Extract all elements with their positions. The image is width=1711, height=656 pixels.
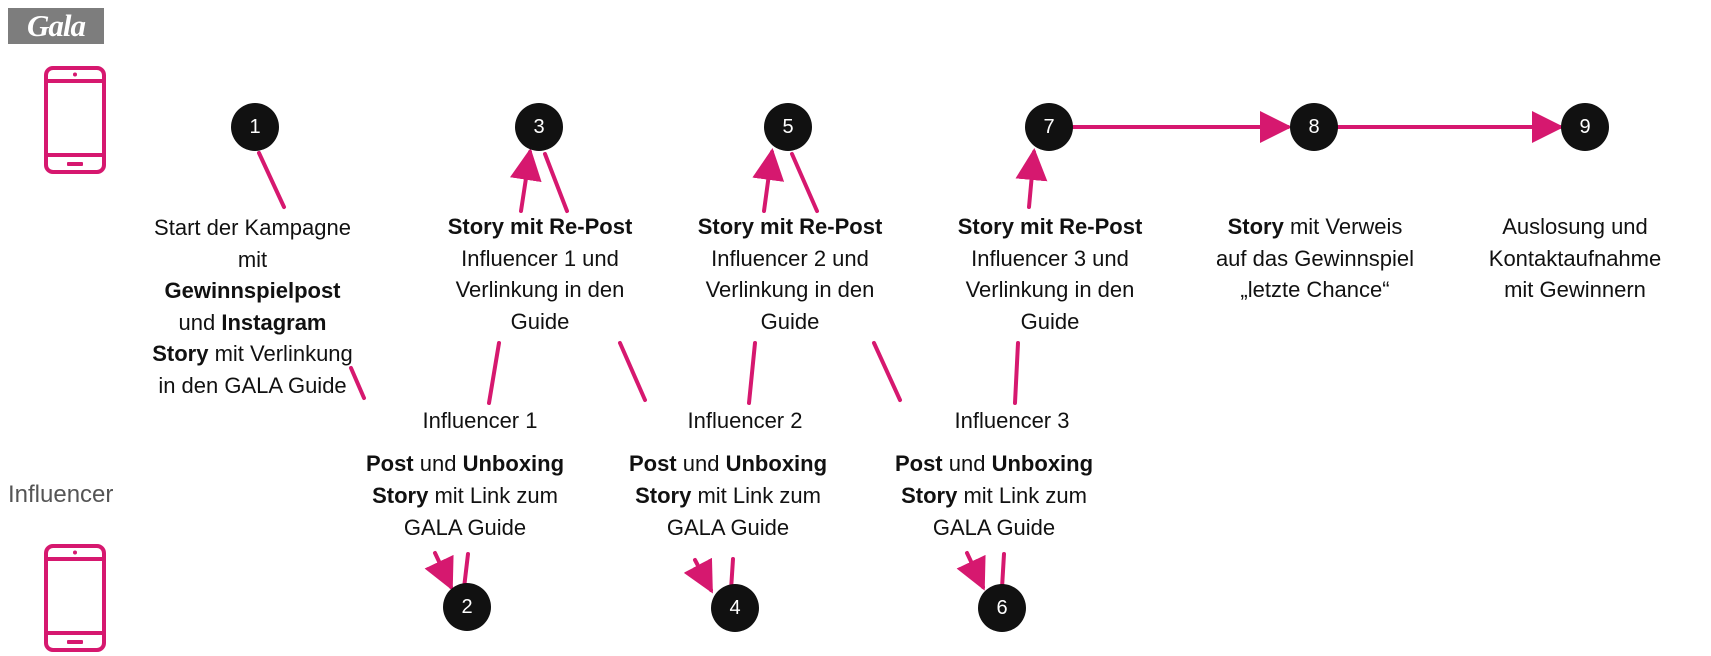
connector-3-right bbox=[543, 152, 569, 213]
connector-5-right bbox=[790, 152, 819, 213]
inf-2-bold: Post bbox=[628, 451, 677, 476]
step-node-4: 4 bbox=[711, 584, 759, 632]
step-1-bold: Gewinnspielpost bbox=[164, 278, 341, 303]
step-node-6: 6 bbox=[978, 584, 1026, 632]
step-3-line: Influencer 1 und bbox=[461, 245, 619, 271]
influencer-1-post-description: Post und Unboxing Story mit Link zum GAL… bbox=[345, 448, 585, 544]
step-node-7: 7 bbox=[1025, 103, 1073, 151]
influencer-3-post-description: Post und Unboxing Story mit Link zum GAL… bbox=[874, 448, 1114, 544]
inf-3-line: und bbox=[948, 451, 986, 476]
step-8-line: „letzte Chance“ bbox=[1240, 277, 1390, 302]
influencer-1-label: Influencer 1 bbox=[422, 408, 538, 433]
step-8-line: mit Verweis bbox=[1289, 214, 1403, 239]
influencer-2-label: Influencer 2 bbox=[687, 408, 803, 433]
step-1-bold: Story bbox=[152, 341, 209, 366]
inf-2-bold: Unboxing bbox=[725, 451, 828, 476]
influencer-2-post-description: Post und Unboxing Story mit Link zum GAL… bbox=[608, 448, 848, 544]
step-5-line: Guide bbox=[760, 308, 820, 334]
step-5-line: Verlinkung in den bbox=[705, 277, 875, 302]
arrow-to-5 bbox=[752, 148, 785, 213]
inf-2-line: GALA Guide bbox=[666, 515, 790, 540]
step-3-line: Verlinkung in den bbox=[455, 277, 625, 302]
inf-3-bold: Unboxing bbox=[991, 451, 1094, 476]
inf-3-line: GALA Guide bbox=[932, 515, 1056, 540]
step-5-bold: Story mit Re-Post bbox=[697, 214, 883, 239]
step-8-bold: Story bbox=[1227, 214, 1284, 239]
step-9-line: Auslosung und bbox=[1502, 214, 1648, 239]
step-7-line: Verlinkung in den bbox=[965, 277, 1135, 302]
step-3-description: Story mit Re-Post Influencer 1 und Verli… bbox=[420, 211, 660, 337]
step-1-line: in den GALA Guide bbox=[158, 372, 347, 398]
inf-2-line: mit Link zum bbox=[697, 483, 821, 508]
step-1-line: Start der Kampagne bbox=[154, 215, 351, 240]
step-1-line: und bbox=[178, 309, 216, 335]
inf-2-bold: Story bbox=[635, 483, 692, 508]
connector-to-inf2 bbox=[618, 341, 647, 402]
step-7-description: Story mit Re-Post Influencer 3 und Verli… bbox=[930, 211, 1170, 337]
gala-logo: Gala bbox=[8, 8, 104, 44]
inf-3-line: mit Link zum bbox=[963, 483, 1087, 508]
step-node-9: 9 bbox=[1561, 103, 1609, 151]
inf-1-bold: Story bbox=[372, 483, 429, 508]
smartphone-icon bbox=[44, 544, 106, 652]
step-node-8: 8 bbox=[1290, 103, 1338, 151]
step-1-line: mit bbox=[237, 246, 268, 272]
inf-3-bold: Post bbox=[894, 451, 943, 476]
inf-3-bold: Story bbox=[901, 483, 958, 508]
arrow-to-7 bbox=[1015, 148, 1048, 209]
step-3-line: Guide bbox=[510, 308, 570, 334]
connector-6-right bbox=[1000, 552, 1006, 590]
arrow-to-6 bbox=[956, 551, 986, 591]
step-1-bold: Instagram bbox=[221, 309, 327, 335]
step-5-line: Influencer 2 und bbox=[711, 245, 869, 271]
step-7-line: Guide bbox=[1020, 308, 1080, 334]
step-9-description: Auslosung und Kontaktaufnahme mit Gewinn… bbox=[1465, 211, 1685, 306]
arrow-to-4 bbox=[683, 557, 713, 594]
step-node-2: 2 bbox=[443, 583, 491, 631]
influencer-3-label: Influencer 3 bbox=[954, 408, 1070, 433]
connector-inf3-up bbox=[1013, 341, 1020, 405]
step-8-description: Story mit Verweis auf das Gewinnspiel „l… bbox=[1185, 211, 1445, 306]
connector-start-inf1 bbox=[349, 366, 366, 400]
step-node-3: 3 bbox=[515, 103, 563, 151]
connector-inf1-up bbox=[487, 341, 501, 405]
step-9-line: Kontaktaufnahme bbox=[1488, 245, 1662, 271]
connector-1-start bbox=[257, 151, 286, 209]
connector-to-inf3 bbox=[872, 341, 902, 402]
connector-2-right bbox=[462, 552, 470, 590]
arrow-to-2 bbox=[424, 551, 454, 591]
step-7-line: Influencer 3 und bbox=[971, 245, 1129, 271]
step-5-description: Story mit Re-Post Influencer 2 und Verli… bbox=[670, 211, 910, 337]
step-9-line: mit Gewinnern bbox=[1504, 277, 1646, 302]
step-node-5: 5 bbox=[764, 103, 812, 151]
step-1-description: Start der Kampagne mit Gewinnspielpost u… bbox=[110, 212, 395, 401]
inf-1-line: GALA Guide bbox=[403, 515, 527, 540]
step-8-line: auf das Gewinnspiel bbox=[1215, 245, 1415, 271]
step-7-bold: Story mit Re-Post bbox=[957, 214, 1143, 239]
connector-inf2-up bbox=[747, 341, 757, 405]
inf-1-line: mit Link zum bbox=[434, 483, 558, 508]
inf-1-bold: Unboxing bbox=[462, 451, 565, 476]
inf-2-line: und bbox=[682, 451, 720, 476]
inf-1-bold: Post bbox=[365, 451, 414, 476]
inf-1-line: und bbox=[419, 451, 457, 476]
step-3-bold: Story mit Re-Post bbox=[447, 214, 633, 239]
influencer-row-label: Influencer bbox=[8, 481, 114, 508]
step-node-1: 1 bbox=[231, 103, 279, 151]
step-1-line: mit Verlinkung bbox=[214, 341, 353, 366]
arrow-to-3 bbox=[509, 148, 542, 213]
smartphone-icon bbox=[44, 66, 106, 174]
